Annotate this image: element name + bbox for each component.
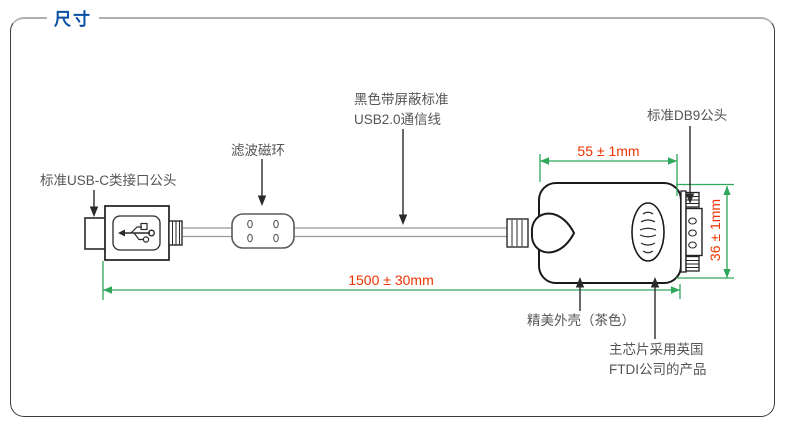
ferrite-bead-label: 滤波磁环 <box>231 143 285 158</box>
strain-relief-ribs <box>506 218 529 248</box>
ferrite-bead <box>231 213 295 249</box>
strain-relief-boot <box>530 212 576 254</box>
dimension-cable-length: 1500 ± 30mm <box>348 272 434 288</box>
adapter-housing <box>506 182 682 284</box>
usb-c-connector <box>84 205 183 261</box>
dimension-housing-length: 55 ± 1mm <box>577 143 640 159</box>
db9-arrow <box>685 126 695 204</box>
dimension-lines <box>102 154 734 300</box>
cable-label-line2: USB2.0通信线 <box>354 111 442 127</box>
usb-logo-icon <box>118 222 155 243</box>
cable-label-line1: 黑色带屏蔽标准 <box>354 92 449 107</box>
db9-connector <box>680 190 703 273</box>
housing-emblem <box>631 202 665 262</box>
db9-plug-label: 标准DB9公头 <box>647 108 728 123</box>
chip-arrow <box>650 277 660 339</box>
callout-arrows <box>89 126 695 339</box>
shell-arrow <box>575 277 585 311</box>
cable-label: 黑色带屏蔽标准 USB2.0通信线 <box>354 90 449 129</box>
shell-label: 精美外壳（茶色） <box>527 313 635 328</box>
chip-label-line1: 主芯片采用英国 <box>609 342 704 357</box>
usb-plug-arrow <box>89 190 99 217</box>
chip-label-line2: FTDI公司的产品 <box>609 361 707 377</box>
usb-plug-label: 标准USB-C类接口公头 <box>40 173 177 188</box>
page-title: 尺寸 <box>47 5 99 30</box>
chip-label: 主芯片采用英国 FTDI公司的产品 <box>609 340 707 379</box>
ferrite-arrow <box>257 159 267 206</box>
cable-arrow <box>398 129 408 225</box>
dimension-housing-height: 36 ± 1mm <box>707 198 723 262</box>
